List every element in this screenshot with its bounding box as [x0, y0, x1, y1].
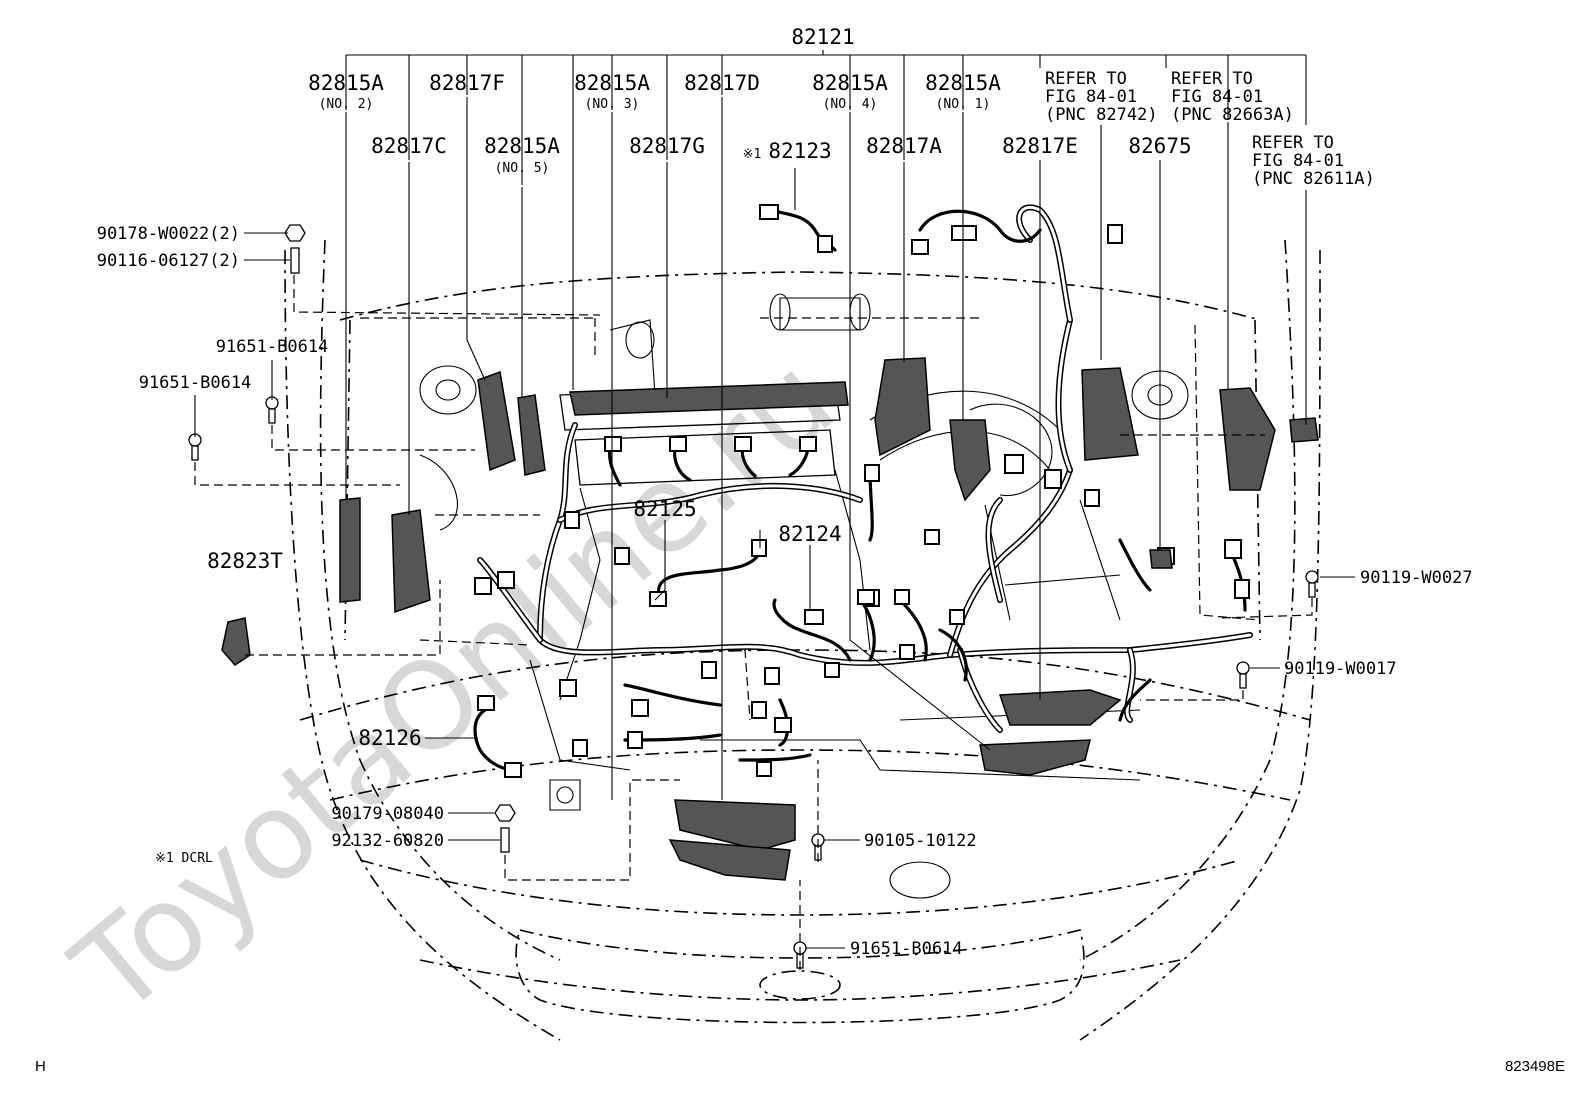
refer-82611A-line2: FIG 84-01	[1252, 151, 1344, 171]
refer-82742-line1: REFER TO	[1045, 69, 1127, 89]
label-90179-08040: 90179-08040	[331, 804, 444, 824]
main-harness-82121	[477, 204, 1253, 733]
label-82817D: 82817D	[684, 71, 760, 95]
refer-82611A-line3: (PNC 82611A)	[1252, 169, 1375, 189]
label-82817F: 82817F	[429, 71, 505, 95]
label-90116-06127: 90116-06127(2)	[97, 251, 240, 271]
label-82823T: 82823T	[207, 549, 283, 573]
label-91651-B0614-a: 91651-B0614	[216, 337, 329, 357]
label-82817E: 82817E	[1002, 134, 1078, 158]
label-82817A: 82817A	[866, 134, 942, 158]
label-82123: 82123	[768, 139, 831, 163]
label-92132-60820: 92132-60820	[331, 831, 444, 851]
figure-id: 823498E	[1505, 1058, 1565, 1075]
connectors	[474, 204, 1250, 778]
label-82815A-no5-sub: (NO. 5)	[495, 161, 550, 176]
label-82124: 82124	[778, 522, 841, 546]
label-82815A-no2: 82815A	[308, 71, 384, 95]
label-82126: 82126	[358, 726, 421, 750]
refer-82663A-line3: (PNC 82663A)	[1171, 105, 1294, 125]
refer-82663A-line1: REFER TO	[1171, 69, 1253, 89]
label-90178-W0022: 90178-W0022(2)	[97, 224, 240, 244]
label-82125: 82125	[633, 497, 696, 521]
part-labels: 82121 82815A (NO. 2) 82817F 82815A (NO. …	[35, 25, 1565, 1075]
label-82817G: 82817G	[629, 134, 705, 158]
label-82815A-no1: 82815A	[925, 71, 1001, 95]
label-82815A-no4: 82815A	[812, 71, 888, 95]
refer-82742-line2: FIG 84-01	[1045, 87, 1137, 107]
label-82817C: 82817C	[371, 134, 447, 158]
label-82815A-no1-sub: (NO. 1)	[936, 97, 991, 112]
label-82815A-no5: 82815A	[484, 134, 560, 158]
label-82815A-no3: 82815A	[574, 71, 650, 95]
label-90119-W0017: 90119-W0017	[1284, 659, 1397, 679]
corner-letter: H	[35, 1058, 46, 1075]
label-82675: 82675	[1128, 134, 1191, 158]
label-91651-B0614-b: 91651-B0614	[139, 373, 252, 393]
label-82815A-no4-sub: (NO. 4)	[823, 97, 878, 112]
label-90105-10122: 90105-10122	[864, 831, 977, 851]
label-82121: 82121	[791, 25, 854, 49]
label-82815A-no3-sub: (NO. 3)	[585, 97, 640, 112]
refer-82742-line3: (PNC 82742)	[1045, 105, 1158, 125]
label-90119-W0027: 90119-W0027	[1360, 568, 1473, 588]
label-82815A-no2-sub: (NO. 2)	[319, 97, 374, 112]
label-82123-mark: ※1	[743, 147, 762, 162]
refer-82611A-line1: REFER TO	[1252, 133, 1334, 153]
brackets	[221, 357, 1319, 881]
footnote-dcrl: ※1 DCRL	[155, 851, 213, 866]
leader-lines	[194, 50, 1355, 970]
label-91651-B0614-c: 91651-B0614	[850, 939, 963, 959]
refer-82663A-line2: FIG 84-01	[1171, 87, 1263, 107]
